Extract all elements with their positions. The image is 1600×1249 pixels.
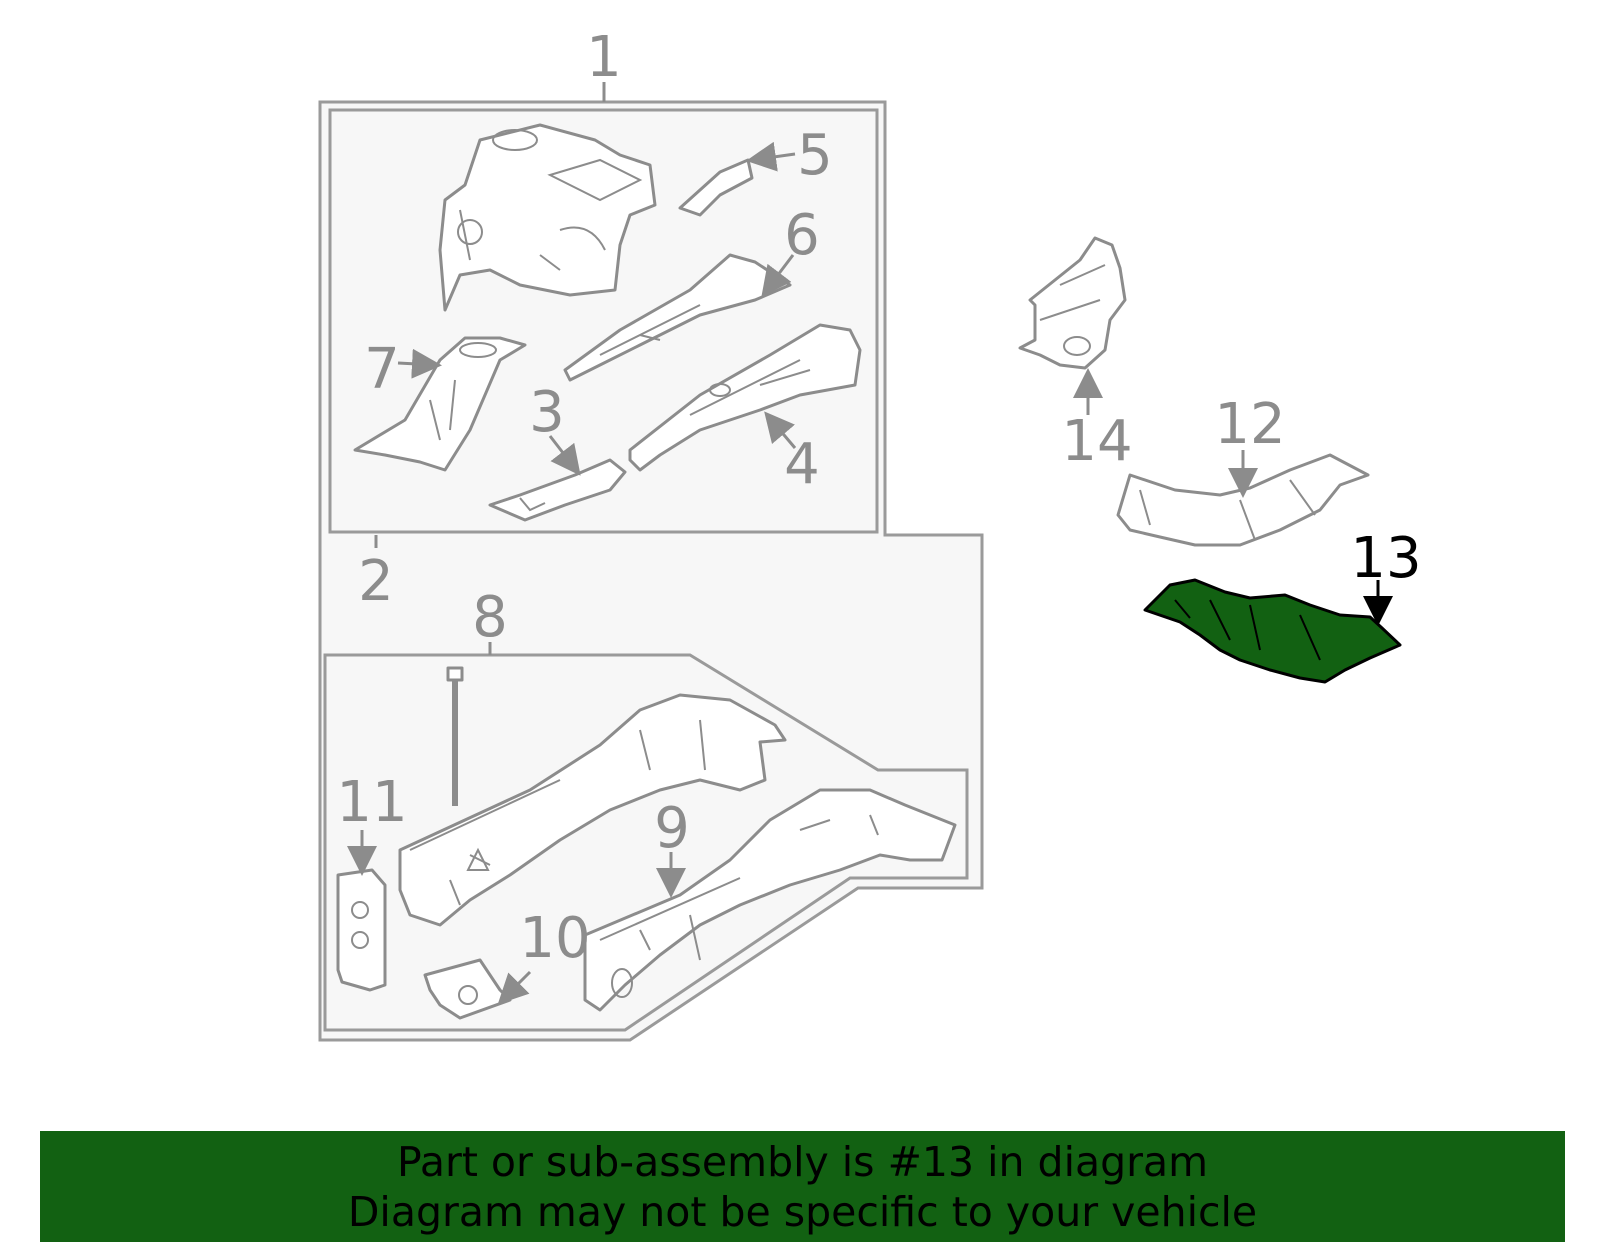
- parts-diagram: 1 2 3 4 5 6 7 8 9 10 11 12 13 14: [318, 25, 1422, 1042]
- part-5-bracket: [678, 158, 754, 217]
- callout-7: 7: [364, 337, 400, 402]
- callout-6: 6: [784, 203, 820, 268]
- part-3-bracket: [488, 458, 627, 522]
- callout-13: 13: [1350, 526, 1421, 591]
- callout-5: 5: [797, 123, 833, 188]
- part-4-side-member: [628, 323, 862, 472]
- part-7-pillar: [353, 336, 527, 472]
- callout-14: 14: [1061, 409, 1132, 474]
- callout-12: 12: [1214, 392, 1285, 457]
- callout-10: 10: [519, 906, 590, 971]
- callout-11: 11: [336, 770, 407, 835]
- callout-2: 2: [358, 549, 394, 614]
- part-front-apron: [438, 123, 657, 312]
- lower-subassembly-box: [323, 653, 969, 1032]
- callout-8: 8: [472, 585, 508, 650]
- callout-9: 9: [654, 796, 690, 861]
- part-10-bracket: [423, 958, 512, 1020]
- callout-4: 4: [784, 432, 820, 497]
- part-8-side-rail: [398, 693, 787, 927]
- callout-1: 1: [586, 25, 622, 90]
- banner-line-part: Part or sub-assembly is #13 in diagram: [396, 1138, 1209, 1186]
- callout-3: 3: [529, 380, 565, 445]
- banner-line-disclaimer: Diagram may not be specific to your vehi…: [347, 1188, 1258, 1236]
- info-banner: Part or sub-assembly is #13 in diagram D…: [40, 1131, 1565, 1242]
- part-11-plate: [336, 868, 387, 992]
- part-13-highlighted: [1143, 578, 1402, 684]
- part-9-side-rail: [583, 788, 957, 1012]
- part-8-stud: [446, 666, 464, 806]
- part-14-bracket: [1018, 236, 1127, 370]
